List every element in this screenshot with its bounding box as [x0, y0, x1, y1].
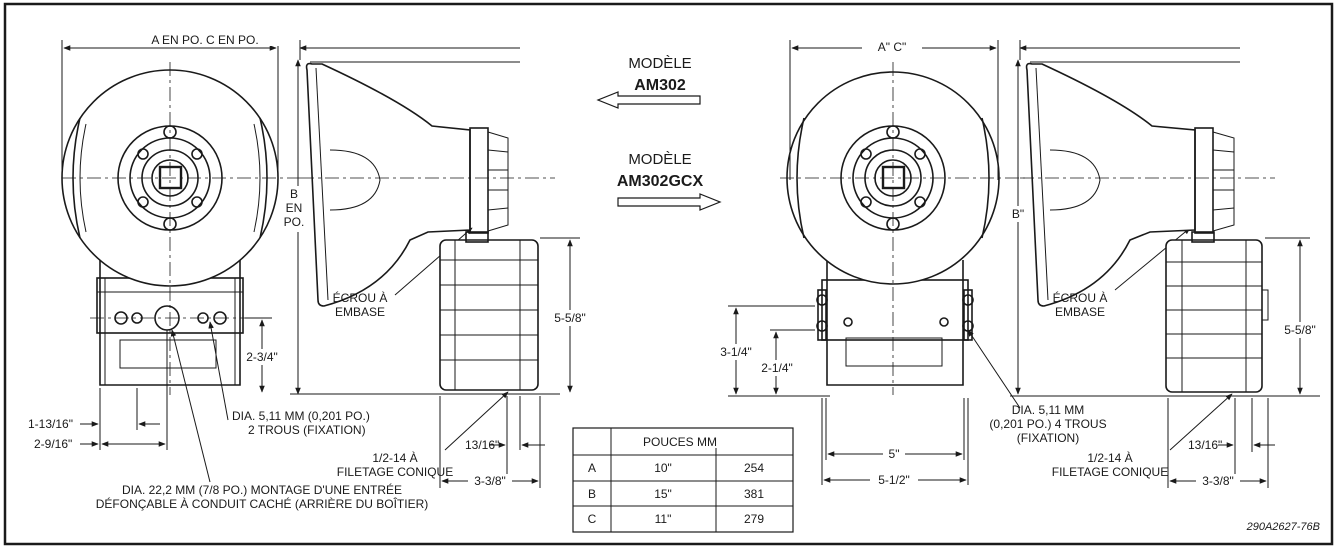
- label-left-b-1: B: [290, 187, 298, 201]
- label-right-5-1-2: 5-1/2": [878, 473, 910, 487]
- table-cell-inch: 11": [655, 512, 672, 526]
- table-header-units: POUCES MM: [643, 435, 717, 449]
- model-2-word: MODÈLE: [628, 151, 691, 168]
- table-cell-inch: 15": [654, 487, 672, 501]
- label-right-hole-1: DIA. 5,11 MM: [1012, 403, 1084, 417]
- label-right-nut-2: EMBASE: [1055, 305, 1105, 319]
- table-cell-mm: 381: [744, 487, 764, 501]
- label-left-nut-2: EMBASE: [335, 305, 385, 319]
- model-1-word: MODÈLE: [628, 55, 691, 72]
- label-left-thread-1: 1/2-14 À: [372, 450, 417, 465]
- label-left-3-3-8: 3-3/8": [474, 474, 506, 488]
- arrow-left-icon: [596, 91, 701, 109]
- model-2-name: AM302GCX: [617, 173, 704, 190]
- label-left-1-13-16: 1-13/16": [28, 417, 73, 431]
- table-cell-mm: 279: [744, 512, 764, 526]
- label-left-2-3-4: 2-3/4": [246, 350, 278, 364]
- table-cell-key: B: [588, 487, 596, 501]
- label-right-3-1-4: 3-1/4": [720, 345, 752, 359]
- label-left-nut-1: ÉCROU À: [333, 290, 388, 305]
- table-cell-key: C: [588, 512, 597, 526]
- right-side-profile: [1020, 62, 1275, 393]
- label-right-top-dim: A" C": [878, 40, 907, 54]
- drawing-number: 290A2627-76B: [1246, 521, 1320, 533]
- label-right-thread-1: 1/2-14 À: [1087, 450, 1132, 465]
- label-left-13-16: 13/16": [465, 438, 499, 452]
- right-dimensions: [728, 40, 1320, 488]
- label-right-b: B": [1012, 207, 1024, 221]
- table-cell-mm: 254: [744, 461, 764, 475]
- left-front-view: [61, 62, 300, 395]
- model-1-name: AM302: [634, 77, 686, 94]
- label-right-nut-1: ÉCROU À: [1053, 290, 1108, 305]
- label-left-2-9-16: 2-9/16": [34, 437, 72, 451]
- label-left-thread-2: FILETAGE CONIQUE: [337, 465, 453, 479]
- table-cell-inch: 10": [654, 461, 672, 475]
- model-labels: MODÈLE AM302 MODÈLE AM302GCX: [596, 55, 722, 211]
- right-front-view: [780, 62, 1025, 395]
- label-right-3-3-8: 3-3/8": [1202, 474, 1234, 488]
- drawing-border: [3, 2, 1334, 546]
- label-right-thread-2: FILETAGE CONIQUE: [1052, 465, 1168, 479]
- label-right-5: 5": [889, 447, 900, 461]
- label-left-hole-1: DIA. 5,11 MM (0,201 PO.): [232, 409, 370, 423]
- label-left-5-5-8: 5-5/8": [554, 311, 586, 325]
- left-dimensions: [61, 40, 580, 488]
- label-left-ko-1: DIA. 22,2 MM (7/8 PO.) MONTAGE D'UNE ENT…: [122, 482, 402, 497]
- label-right-hole-2: (0,201 PO.) 4 TROUS: [989, 417, 1106, 431]
- label-right-13-16: 13/16": [1188, 438, 1222, 452]
- label-right-2-1-4: 2-1/4": [761, 361, 793, 375]
- dimension-table: POUCES MM A 10" 254 B 15" 381 C 11" 279: [572, 427, 794, 533]
- label-left-hole-2: 2 TROUS (FIXATION): [248, 423, 366, 437]
- label-left-ko-2: DÉFONÇABLE À CONDUIT CACHÉ (ARRIÈRE DU B…: [96, 496, 428, 511]
- label-left-top-dim: A EN PO. C EN PO.: [151, 33, 258, 47]
- label-left-b-3: PO.: [284, 215, 305, 229]
- arrow-right-icon: [617, 193, 722, 211]
- table-cell-key: A: [588, 461, 596, 475]
- label-right-hole-3: (FIXATION): [1017, 431, 1079, 445]
- left-side-profile: [300, 62, 555, 391]
- label-right-5-5-8: 5-5/8": [1284, 323, 1316, 337]
- label-left-b-2: EN: [286, 201, 303, 215]
- dimension-labels: A EN PO. C EN PO. B EN PO. ÉCROU À EMBAS…: [28, 32, 1321, 533]
